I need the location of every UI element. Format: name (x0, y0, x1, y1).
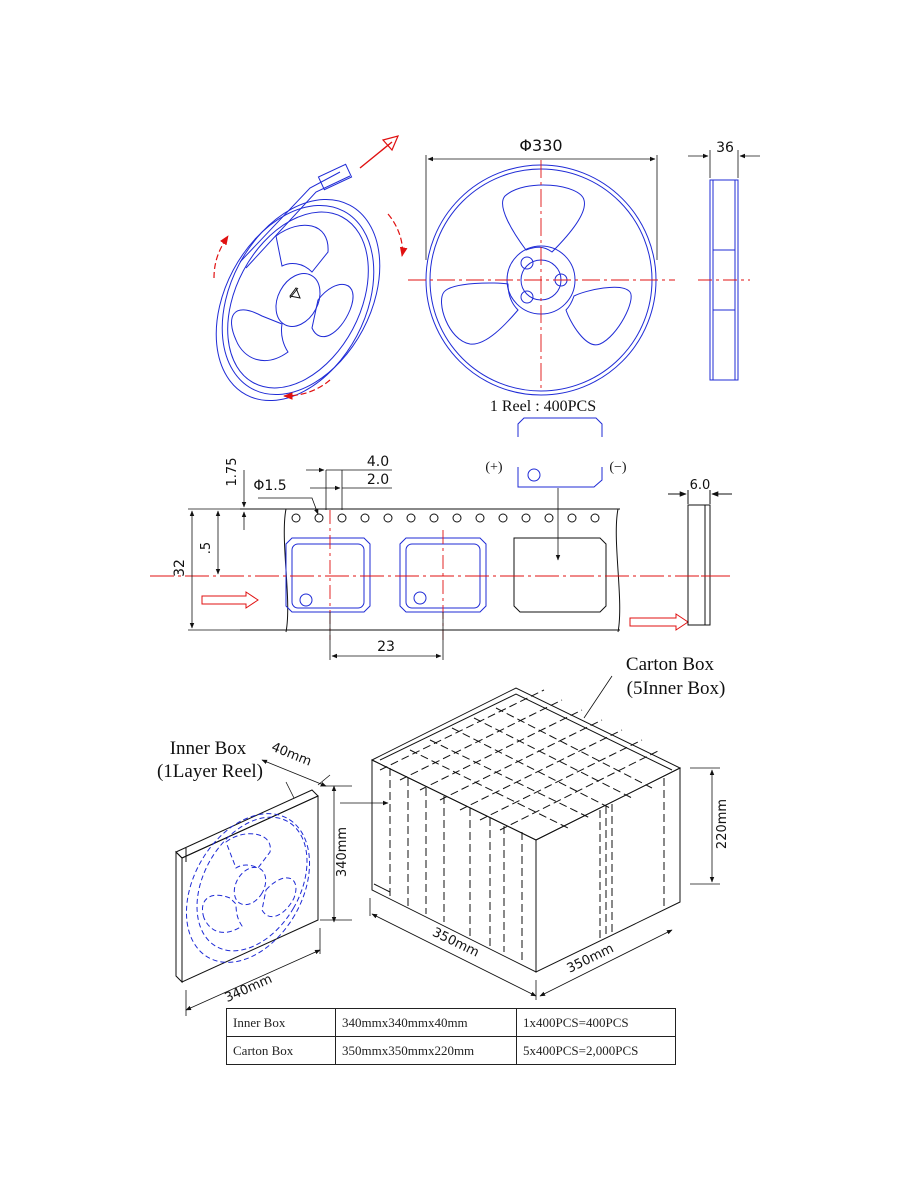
inner-box-depth-label: 40mm (269, 740, 313, 770)
reel-width-dimension (688, 150, 760, 178)
reel-diameter-dimension (425, 155, 658, 260)
feed-arrows (201, 591, 689, 631)
table-cell-size: 340mmx340mmx40mm (335, 1008, 517, 1037)
inner-box-title-line2: (1Layer Reel) (157, 761, 263, 782)
plus-polarity-label: (+) (485, 460, 503, 475)
inner-box (175, 789, 319, 984)
tape-body (240, 508, 621, 633)
reel-centerlines (408, 160, 675, 388)
pocket-pitch-label: 23 (377, 639, 395, 655)
rotation-arrows (213, 135, 408, 400)
minus-polarity-label: (−) (609, 460, 627, 475)
cover-tape-callout (517, 417, 603, 488)
hole-diameter-label: Φ1.5 (253, 478, 286, 494)
packing-spec-table: Inner Box 340mmx340mmx40mm 1x400PCS=400P… (226, 1008, 676, 1065)
isometric-reel (215, 163, 381, 402)
inner-box-title-line1: Inner Box (170, 738, 247, 759)
carton-length-label: 350mm (430, 925, 482, 960)
table-cell-size: 350mmx350mmx220mm (335, 1036, 517, 1065)
table-cell-qty: 5x400PCS=2,000PCS (516, 1036, 676, 1065)
tape-pockets (285, 537, 487, 613)
pitch-label: 4.0 (367, 454, 389, 470)
carton-dimensions (369, 675, 720, 1000)
inner-box-width-label: 340mm (223, 972, 275, 1006)
edge-distance-label: 1.75 (225, 458, 240, 487)
carton-box-title-line1: Carton Box (626, 654, 715, 675)
reel-diameter-label: Φ330 (519, 136, 562, 155)
table-cell-qty: 1x400PCS=400PCS (516, 1008, 676, 1037)
carton-inner-boxes (379, 689, 665, 962)
inner-box-height-label: 340mm (335, 827, 350, 877)
table-row: Carton Box 350mmx350mmx220mm 5x400PCS=2,… (226, 1036, 676, 1065)
reel-width-label: 36 (716, 140, 734, 156)
table-cell-name: Inner Box (226, 1008, 336, 1037)
carton-width-label: 350mm (565, 941, 617, 976)
carton-box-title-line2: (5Inner Box) (627, 678, 726, 699)
tape-dimensions (188, 467, 444, 660)
offset-label: .5 (199, 542, 214, 554)
table-row: Inner Box 340mmx340mmx40mm 1x400PCS=400P… (226, 1008, 676, 1037)
tape-thickness-label: 6.0 (690, 478, 711, 493)
table-cell-name: Carton Box (226, 1036, 336, 1065)
carton-box (370, 687, 682, 973)
reel-qty-label: 1 Reel : 400PCS (490, 398, 596, 415)
inner-box-dimensions (185, 759, 352, 1016)
carton-height-label: 220mm (715, 799, 730, 849)
tape-side-profile (668, 490, 732, 626)
half-pitch-label: 2.0 (367, 472, 389, 488)
tape-width-label: 32 (172, 559, 188, 577)
